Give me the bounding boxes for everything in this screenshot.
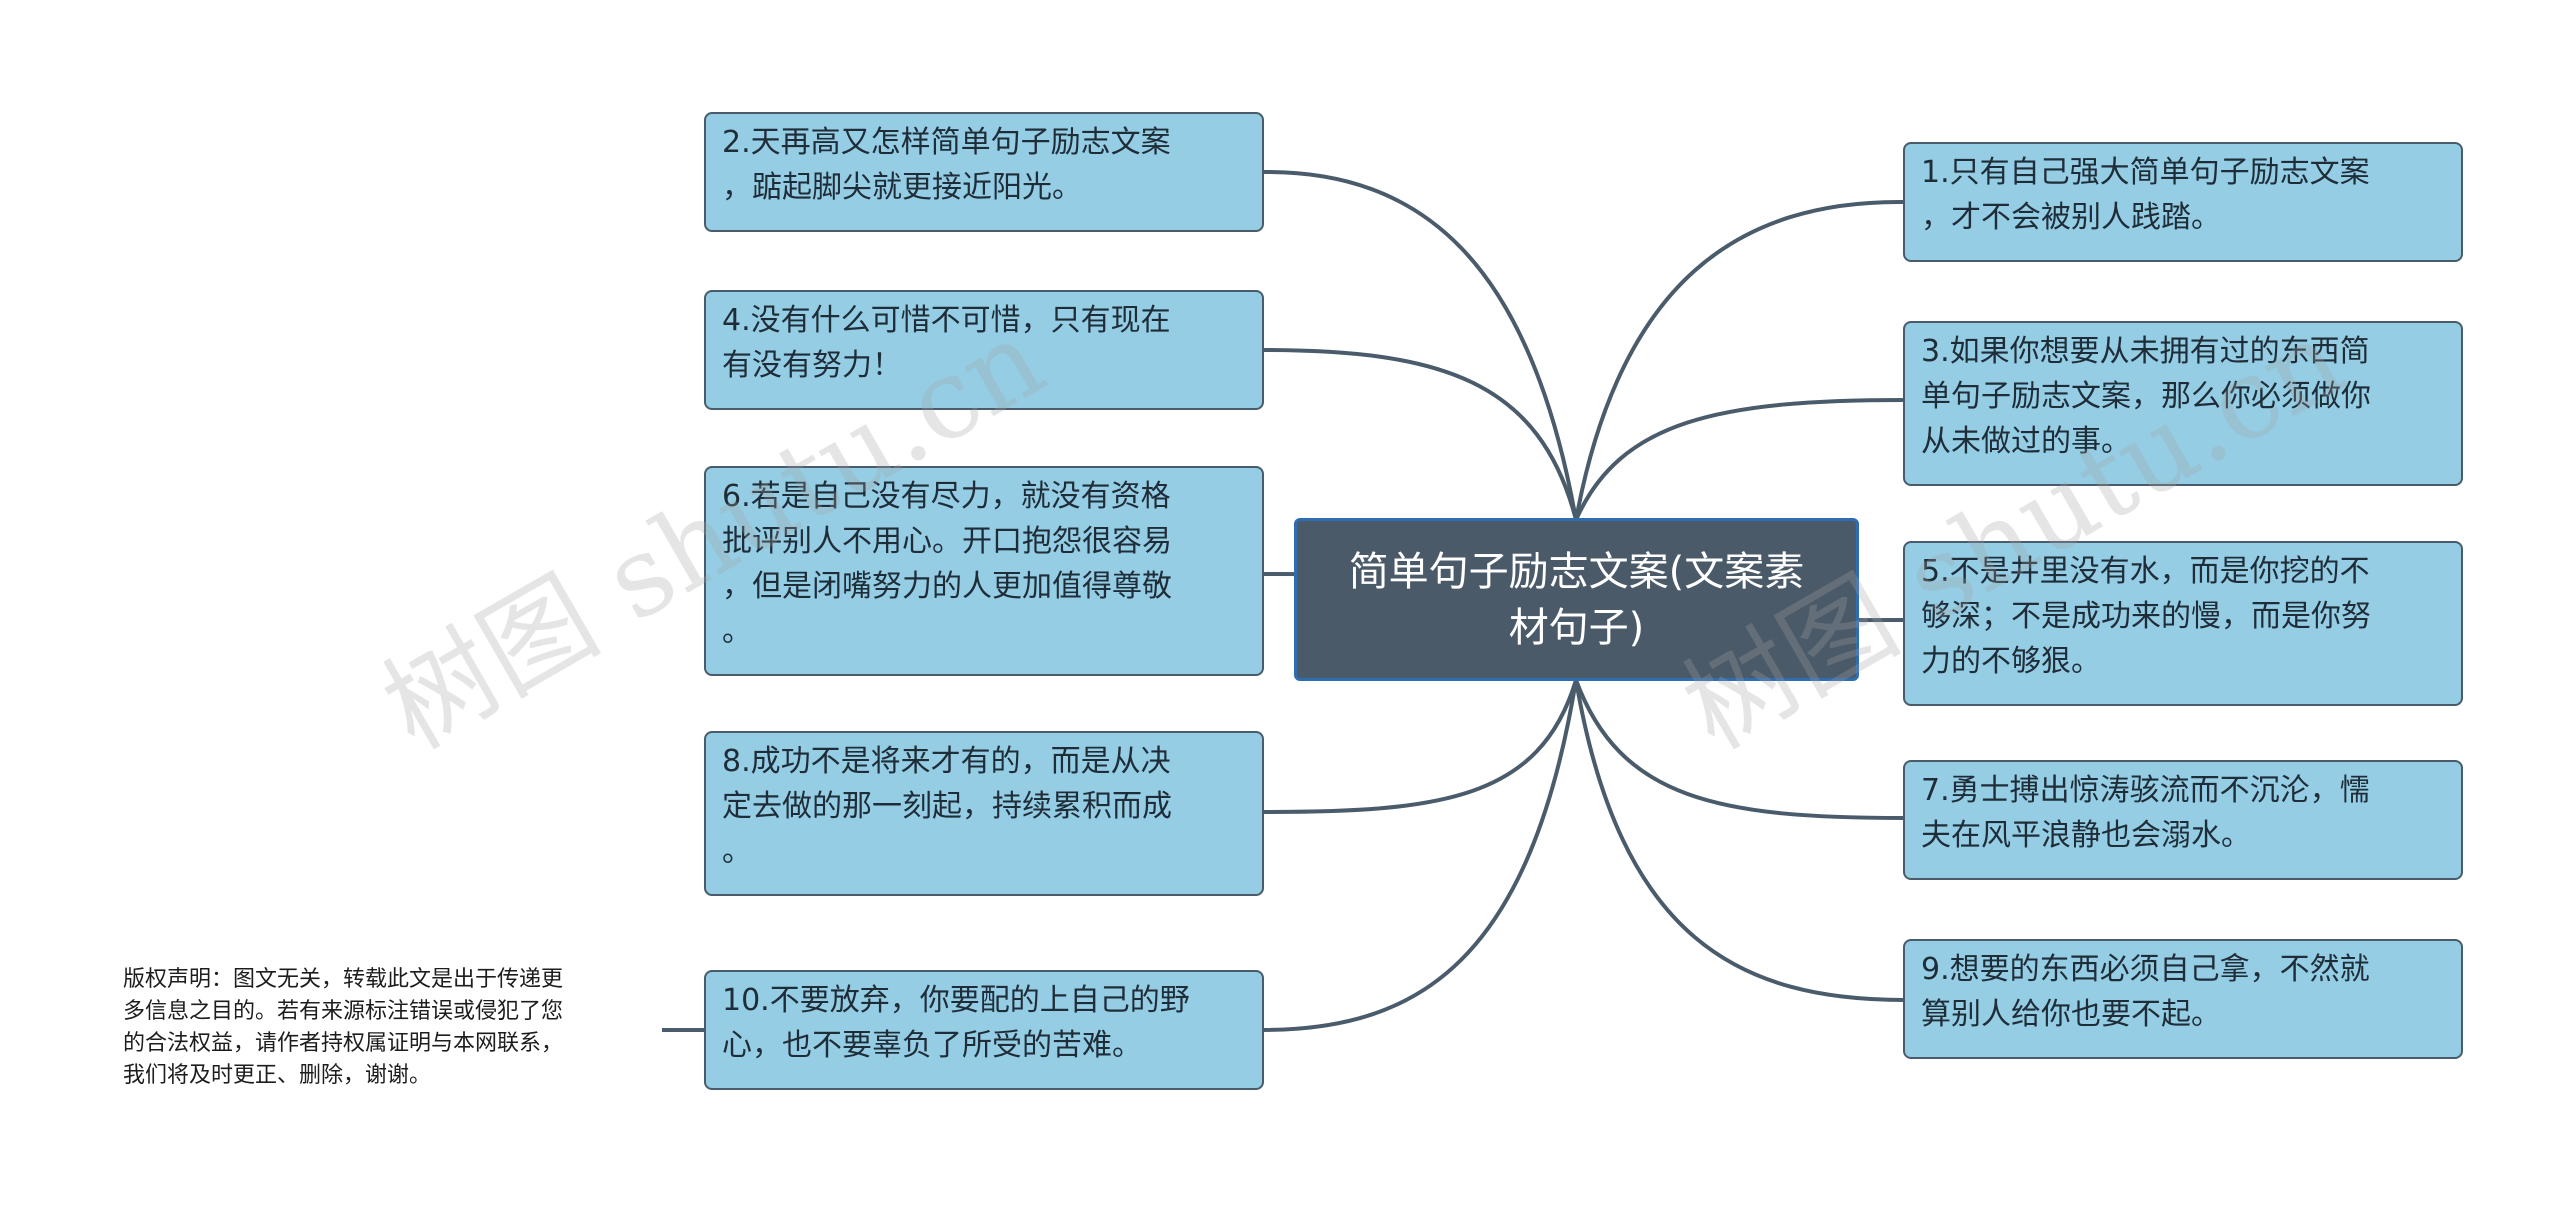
left-topic-2[interactable]: 2.天再高又怎样简单句子励志文案 ，踮起脚尖就更接近阳光。 [704, 112, 1264, 232]
left-topic-4[interactable]: 4.没有什么可惜不可惜，只有现在 有没有努力！ [704, 290, 1264, 410]
connector-left-4 [1261, 679, 1578, 814]
connector-right-4 [1574, 679, 1906, 820]
left-topic-6[interactable]: 6.若是自己没有尽力，就没有资格 批评别人不用心。开口抱怨很容易 ，但是闭嘴努力… [704, 466, 1264, 676]
copyright-notice: 版权声明：图文无关，转载此文是出于传递更 多信息之目的。若有来源标注错误或侵犯了… [123, 967, 564, 1088]
left-topic-8[interactable]: 8.成功不是将来才有的，而是从决 定去做的那一刻起，持续累积而成 。 [704, 731, 1264, 896]
right-topic-1[interactable]: 1.只有自己强大简单句子励志文案 ，才不会被别人践踏。 [1903, 142, 2463, 262]
connector-left-2 [1261, 348, 1578, 521]
connector-left-5 [1261, 679, 1578, 1032]
right-topic-5[interactable]: 5.不是井里没有水，而是你挖的不 够深；不是成功来的慢，而是你努 力的不够狠。 [1903, 541, 2463, 706]
connector-right-1 [1574, 199, 1906, 521]
right-topic-3[interactable]: 3.如果你想要从未拥有过的东西简 单句子励志文案，那么你必须做你 从未做过的事。 [1903, 321, 2463, 486]
left-topic-10[interactable]: 10.不要放弃，你要配的上自己的野 心，也不要辜负了所受的苦难。 [704, 970, 1264, 1090]
central-topic[interactable]: 简单句子励志文案(文案素 材句子) [1294, 518, 1859, 681]
connector-right-5 [1574, 679, 1906, 1002]
right-topic-7[interactable]: 7.勇士搏出惊涛骇流而不沉沦，懦 夫在风平浪静也会溺水。 [1903, 760, 2463, 880]
right-topic-9[interactable]: 9.想要的东西必须自己拿，不然就 算别人给你也要不起。 [1903, 939, 2463, 1059]
connector-left-1 [1261, 169, 1578, 521]
connector-right-2 [1574, 398, 1906, 521]
